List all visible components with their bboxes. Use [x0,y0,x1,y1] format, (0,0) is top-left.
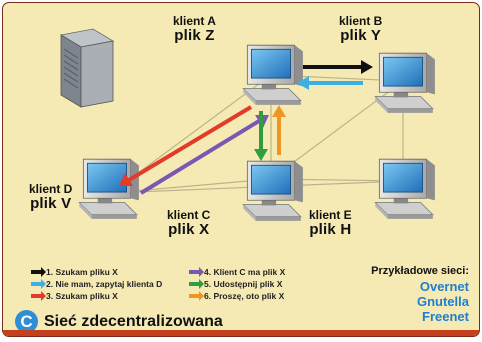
diagram-title-text: Sieć zdecentralizowana [44,312,223,330]
computer-d-icon [78,158,140,220]
step-arrows [119,60,373,195]
legend-left: 1. Szukam pliku X 2. Nie mam, zapytaj kl… [31,266,162,302]
legend-arrow-icon [189,291,204,301]
node-b-label: klient B plik Y [339,15,382,43]
legend-arrow-icon [31,267,46,277]
legend-right: 4. Klient C ma plik X 5. Udostępnij plik… [189,266,285,302]
legend-item: 2. Nie mam, zapytaj klienta D [31,278,162,290]
legend-text: 6. Proszę, oto plik X [204,291,285,301]
network-diagram [59,28,436,222]
legend-item: 6. Proszę, oto plik X [189,290,285,302]
legend-text: 3. Szukam pliku X [46,291,118,301]
node-e-client: klient E [309,208,352,222]
legend-arrow-icon [189,279,204,289]
node-c-client: klient C [167,208,211,222]
example-network: Overnet [419,279,469,294]
node-c-label: klient C plik X [167,209,210,237]
legend-item: 1. Szukam pliku X [31,266,162,278]
node-c-file: plik X [168,220,210,238]
legend-text: 5. Udostępnij plik X [204,279,283,289]
server-icon [59,28,115,108]
node-d-client: klient D [29,182,73,196]
computer-e-icon [374,158,436,220]
node-e-file: plik H [309,220,352,238]
legend-item: 3. Szukam pliku X [31,290,162,302]
letter-badge: C [15,310,38,333]
legend-item: 4. Klient C ma plik X [189,266,285,278]
legend-arrow-icon [31,279,46,289]
node-d-file: plik V [30,194,72,212]
computer-c-icon [242,160,304,222]
example-network: Gnutella [416,294,469,309]
node-e-label: klient E plik H [309,209,352,237]
legend-arrow-icon [31,291,46,301]
legend-text: 2. Nie mam, zapytaj klienta D [46,279,163,289]
node-b-client: klient B [339,14,383,28]
node-a-file: plik Z [174,26,215,44]
node-a-client: klient A [173,14,216,28]
computer-b-icon [374,52,436,114]
node-b-file: plik Y [340,26,382,44]
diagram-frame: klient A plik Z klient B plik Y klient D… [3,3,479,336]
node-d-label: klient D plik V [29,183,72,211]
legend-item: 5. Udostępnij plik X [189,278,285,290]
diagram-title: C Sieć zdecentralizowana [15,310,223,333]
example-networks: Przykładowe sieci: Overnet Gnutella Free… [371,265,469,324]
node-a-label: klient A plik Z [173,15,216,43]
legend-text: 4. Klient C ma plik X [204,267,286,277]
example-network: Freenet [422,309,469,324]
computer-a-icon [242,44,304,106]
legend-text: 1. Szukam pliku X [46,267,118,277]
example-networks-title: Przykładowe sieci: [371,265,469,277]
legend-arrow-icon [189,267,204,277]
